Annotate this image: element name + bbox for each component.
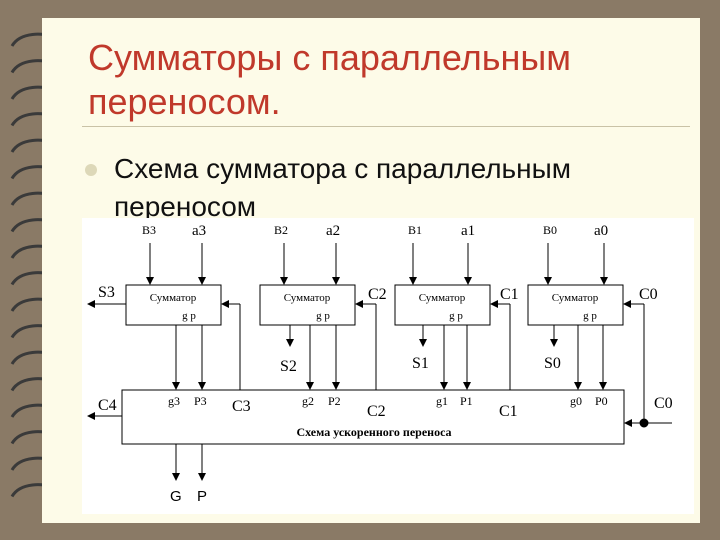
cla-pin-c2: C2 bbox=[367, 403, 386, 420]
adder-gp-3: g p bbox=[182, 310, 196, 322]
adder-box-0 bbox=[527, 284, 624, 326]
sum-s2: S2 bbox=[280, 358, 297, 375]
input-a3: a3 bbox=[192, 223, 206, 239]
adder-box-1 bbox=[394, 284, 491, 326]
cla-pin-c1: C1 bbox=[499, 403, 518, 420]
input-a0: a0 bbox=[594, 223, 608, 239]
input-b0: B0 bbox=[543, 223, 557, 237]
adder-diagram: Сумматор g p Сумматор g p Сумматор g p С… bbox=[82, 218, 694, 514]
cla-pin-g2: g2 bbox=[302, 394, 314, 408]
output-p: P bbox=[197, 488, 207, 505]
adder-gp-2: g p bbox=[316, 310, 330, 322]
adder-gp-0: g p bbox=[583, 310, 597, 322]
cla-c0: C0 bbox=[654, 395, 673, 412]
c0-line bbox=[623, 300, 672, 428]
cla-pin-c3: C3 bbox=[232, 398, 251, 415]
carry-lines bbox=[221, 300, 511, 390]
gp-arrows bbox=[172, 325, 607, 390]
bullet-icon bbox=[85, 164, 97, 176]
sum-output-arrows bbox=[286, 325, 558, 347]
cla-label: Схема ускоренного переноса bbox=[296, 425, 451, 439]
cla-box bbox=[121, 389, 625, 445]
cla-pin-g0: g0 bbox=[570, 394, 582, 408]
cla-pin-g1: g1 bbox=[436, 394, 448, 408]
adder-box-3 bbox=[125, 284, 222, 326]
input-b3: B3 bbox=[142, 223, 156, 237]
sum-s1: S1 bbox=[412, 355, 429, 372]
input-a1: a1 bbox=[461, 223, 475, 239]
output-g: G bbox=[170, 488, 182, 505]
input-b2: B2 bbox=[274, 223, 288, 237]
input-b1: B1 bbox=[408, 223, 422, 237]
slide-title: Сумматоры с параллельным переносом. bbox=[88, 37, 571, 122]
input-a2: a2 bbox=[326, 223, 340, 239]
cla-pin-p0: P0 bbox=[595, 394, 608, 408]
bullet-text: Схема сумматора с параллельным переносом bbox=[114, 153, 571, 222]
carry-c1-top: C1 bbox=[500, 286, 519, 303]
cla-pin-p3: P3 bbox=[194, 394, 207, 408]
input-arrows bbox=[146, 243, 608, 285]
sum-s0: S0 bbox=[544, 355, 561, 372]
adder-box-2 bbox=[259, 284, 356, 326]
cla-pin-p1: P1 bbox=[460, 394, 473, 408]
carry-c0-top: C0 bbox=[639, 286, 658, 303]
sum-s3: S3 bbox=[98, 284, 115, 301]
adder-label-1: Сумматор bbox=[419, 292, 466, 304]
cla-pin-g3: g3 bbox=[168, 394, 180, 408]
gp-output-arrows bbox=[172, 444, 206, 481]
adder-gp-1: g p bbox=[449, 310, 463, 322]
title-divider bbox=[82, 126, 690, 127]
cla-c4: C4 bbox=[98, 397, 117, 414]
adder-label-3: Сумматор bbox=[150, 292, 197, 304]
adder-label-2: Сумматор bbox=[284, 292, 331, 304]
carry-c2-top: C2 bbox=[368, 286, 387, 303]
adder-label-0: Сумматор bbox=[552, 292, 599, 304]
cla-pin-p2: P2 bbox=[328, 394, 341, 408]
